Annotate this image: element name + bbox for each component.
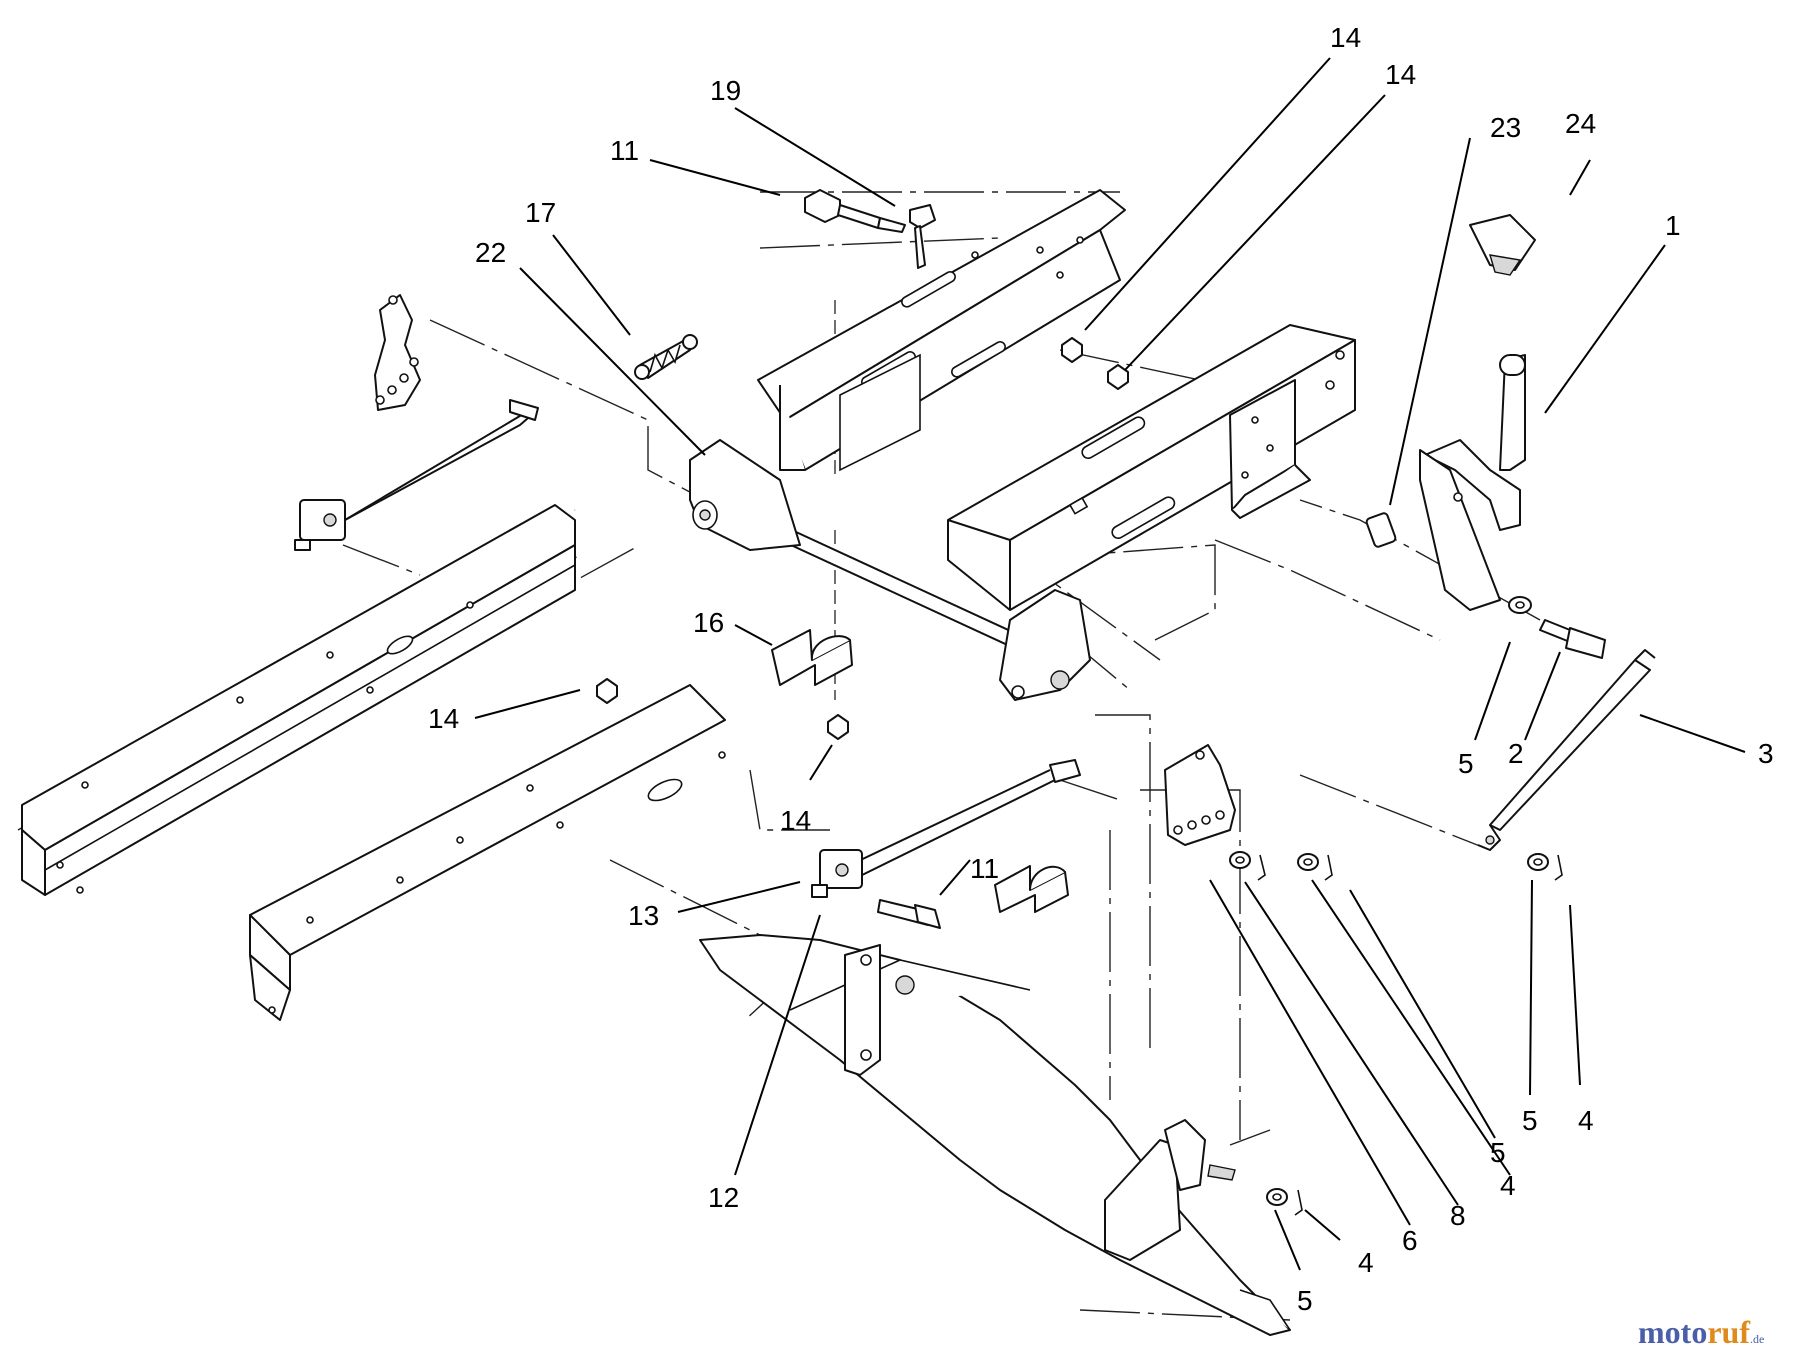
left-frame-rail xyxy=(21,504,576,896)
callout-17: 17 xyxy=(525,197,556,228)
watermark-part-a: moto xyxy=(1638,1314,1707,1350)
callout-4-c: 4 xyxy=(1358,1247,1374,1278)
svg-text:motoruf.de: motoruf.de xyxy=(1638,1314,1764,1350)
watermark-logo: motoruf.de xyxy=(1638,1314,1764,1350)
callout-14-top-a: 14 xyxy=(1330,22,1361,53)
callout-11-mid: 11 xyxy=(970,853,999,884)
spacer xyxy=(1365,512,1397,548)
deck-lift-arm xyxy=(699,934,1291,1336)
callout-11-top: 11 xyxy=(610,135,639,166)
callout-16: 16 xyxy=(693,607,724,638)
watermark-part-b: ruf xyxy=(1707,1314,1750,1350)
callout-5-a: 5 xyxy=(1458,748,1474,779)
left-pivot-plate xyxy=(374,294,421,411)
u-clamps xyxy=(771,629,1069,913)
callout-4-a: 4 xyxy=(1578,1105,1594,1136)
callout-1: 1 xyxy=(1665,210,1681,241)
callout-12: 12 xyxy=(708,1182,739,1213)
lever-bolt xyxy=(1508,596,1606,659)
middle-lift-link xyxy=(811,759,1081,929)
callout-24: 24 xyxy=(1565,108,1596,139)
nuts xyxy=(596,337,1129,740)
callout-19: 19 xyxy=(710,75,741,106)
rock-shaft xyxy=(689,439,1091,701)
upper-cross-channel xyxy=(757,189,1126,472)
watermark-suffix: .de xyxy=(1750,1332,1764,1346)
lower-frame-rail xyxy=(249,684,726,1021)
callout-5-d: 5 xyxy=(1297,1285,1313,1316)
left-lift-link xyxy=(294,399,539,551)
washers-hairpins xyxy=(1229,851,1563,1216)
callout-14-top-b: 14 xyxy=(1385,59,1416,90)
callout-8: 8 xyxy=(1450,1200,1466,1231)
callouts: 14 14 23 24 19 11 17 22 1 16 14 14 5 2 3… xyxy=(428,22,1774,1316)
callout-23: 23 xyxy=(1490,112,1521,143)
callout-5-b: 5 xyxy=(1522,1105,1538,1136)
callout-22: 22 xyxy=(475,237,506,268)
callout-3: 3 xyxy=(1758,738,1774,769)
upper-hardware xyxy=(634,189,936,380)
callout-6: 6 xyxy=(1402,1225,1418,1256)
callout-5-c: 5 xyxy=(1490,1137,1506,1168)
right-pivot-plate xyxy=(1164,744,1236,846)
callout-13: 13 xyxy=(628,900,659,931)
callout-14-mid: 14 xyxy=(780,805,811,836)
lift-lever xyxy=(1419,214,1536,611)
callout-14-left: 14 xyxy=(428,703,459,734)
callout-4-b: 4 xyxy=(1500,1170,1516,1201)
right-bracket xyxy=(1229,379,1311,519)
callout-2: 2 xyxy=(1508,738,1524,769)
right-link-rod xyxy=(1477,649,1656,851)
leader-lines xyxy=(474,57,1746,1271)
